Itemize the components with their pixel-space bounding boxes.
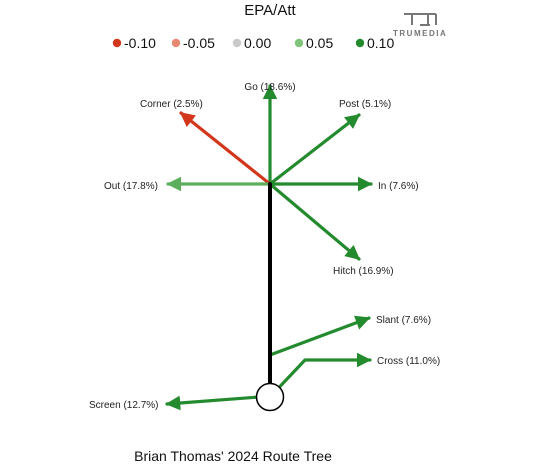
route-origin bbox=[255, 382, 285, 412]
routes: Go (18.6%) Post (5.1%) Corner (2.5%) Out (1… bbox=[89, 82, 440, 411]
legend-swatch bbox=[171, 38, 181, 48]
route-in: In (7.6%) bbox=[268, 176, 419, 192]
route-label-out: Out (17.8%) bbox=[104, 181, 158, 192]
chart-caption: Brian Thomas' 2024 Route Tree bbox=[134, 448, 332, 464]
route-line-screen bbox=[165, 395, 261, 411]
legend-item-0-10: 0.10 bbox=[355, 35, 394, 51]
route-screen: Screen (12.7%) bbox=[89, 395, 261, 411]
legend-label: -0.10 bbox=[124, 35, 156, 51]
brand-text: TRUMEDIA bbox=[393, 29, 447, 38]
route-line-hitch bbox=[268, 182, 361, 261]
route-label-in: In (7.6%) bbox=[378, 181, 419, 192]
route-label-post: Post (5.1%) bbox=[339, 99, 391, 110]
route-slant: Slant (7.6%) bbox=[268, 315, 431, 357]
legend-item-0-05: -0.05 bbox=[171, 35, 215, 51]
legend: -0.10 -0.05 0.00 0.05 0.10 bbox=[112, 35, 394, 51]
route-cross: Cross (11.0%) bbox=[268, 352, 440, 399]
legend-label: 0.00 bbox=[244, 35, 271, 51]
legend-label: -0.05 bbox=[183, 35, 215, 51]
route-line-corner bbox=[179, 111, 272, 186]
trumedia-mark-icon bbox=[404, 13, 437, 26]
route-line-cross bbox=[268, 352, 372, 399]
legend-label: 0.10 bbox=[367, 35, 394, 51]
route-label-slant: Slant (7.6%) bbox=[376, 315, 431, 326]
route-post: Post (5.1%) bbox=[268, 99, 391, 186]
chart-title: EPA/Att bbox=[244, 2, 296, 19]
route-line-slant bbox=[268, 315, 371, 357]
route-label-cross: Cross (11.0%) bbox=[377, 356, 440, 367]
legend-swatch bbox=[112, 38, 122, 48]
route-line-post bbox=[268, 113, 361, 186]
legend-item-0-00: 0.00 bbox=[232, 35, 271, 51]
route-label-screen: Screen (12.7%) bbox=[89, 400, 158, 411]
route-hitch: Hitch (16.9%) bbox=[268, 182, 394, 277]
legend-swatch bbox=[294, 38, 304, 48]
route-go: Go (18.6%) bbox=[244, 82, 296, 186]
route-corner: Corner (2.5%) bbox=[140, 99, 272, 186]
legend-swatch bbox=[355, 38, 365, 48]
route-out: Out (17.8%) bbox=[104, 176, 272, 192]
route-label-corner: Corner (2.5%) bbox=[140, 99, 203, 110]
route-label-hitch: Hitch (16.9%) bbox=[333, 266, 394, 277]
legend-label: 0.05 bbox=[306, 35, 333, 51]
trumedia-logo: TRUMEDIA bbox=[393, 13, 447, 38]
legend-item-0-10: -0.10 bbox=[112, 35, 156, 51]
route-label-go: Go (18.6%) bbox=[244, 82, 295, 93]
legend-item-0-05: 0.05 bbox=[294, 35, 333, 51]
legend-swatch bbox=[232, 38, 242, 48]
